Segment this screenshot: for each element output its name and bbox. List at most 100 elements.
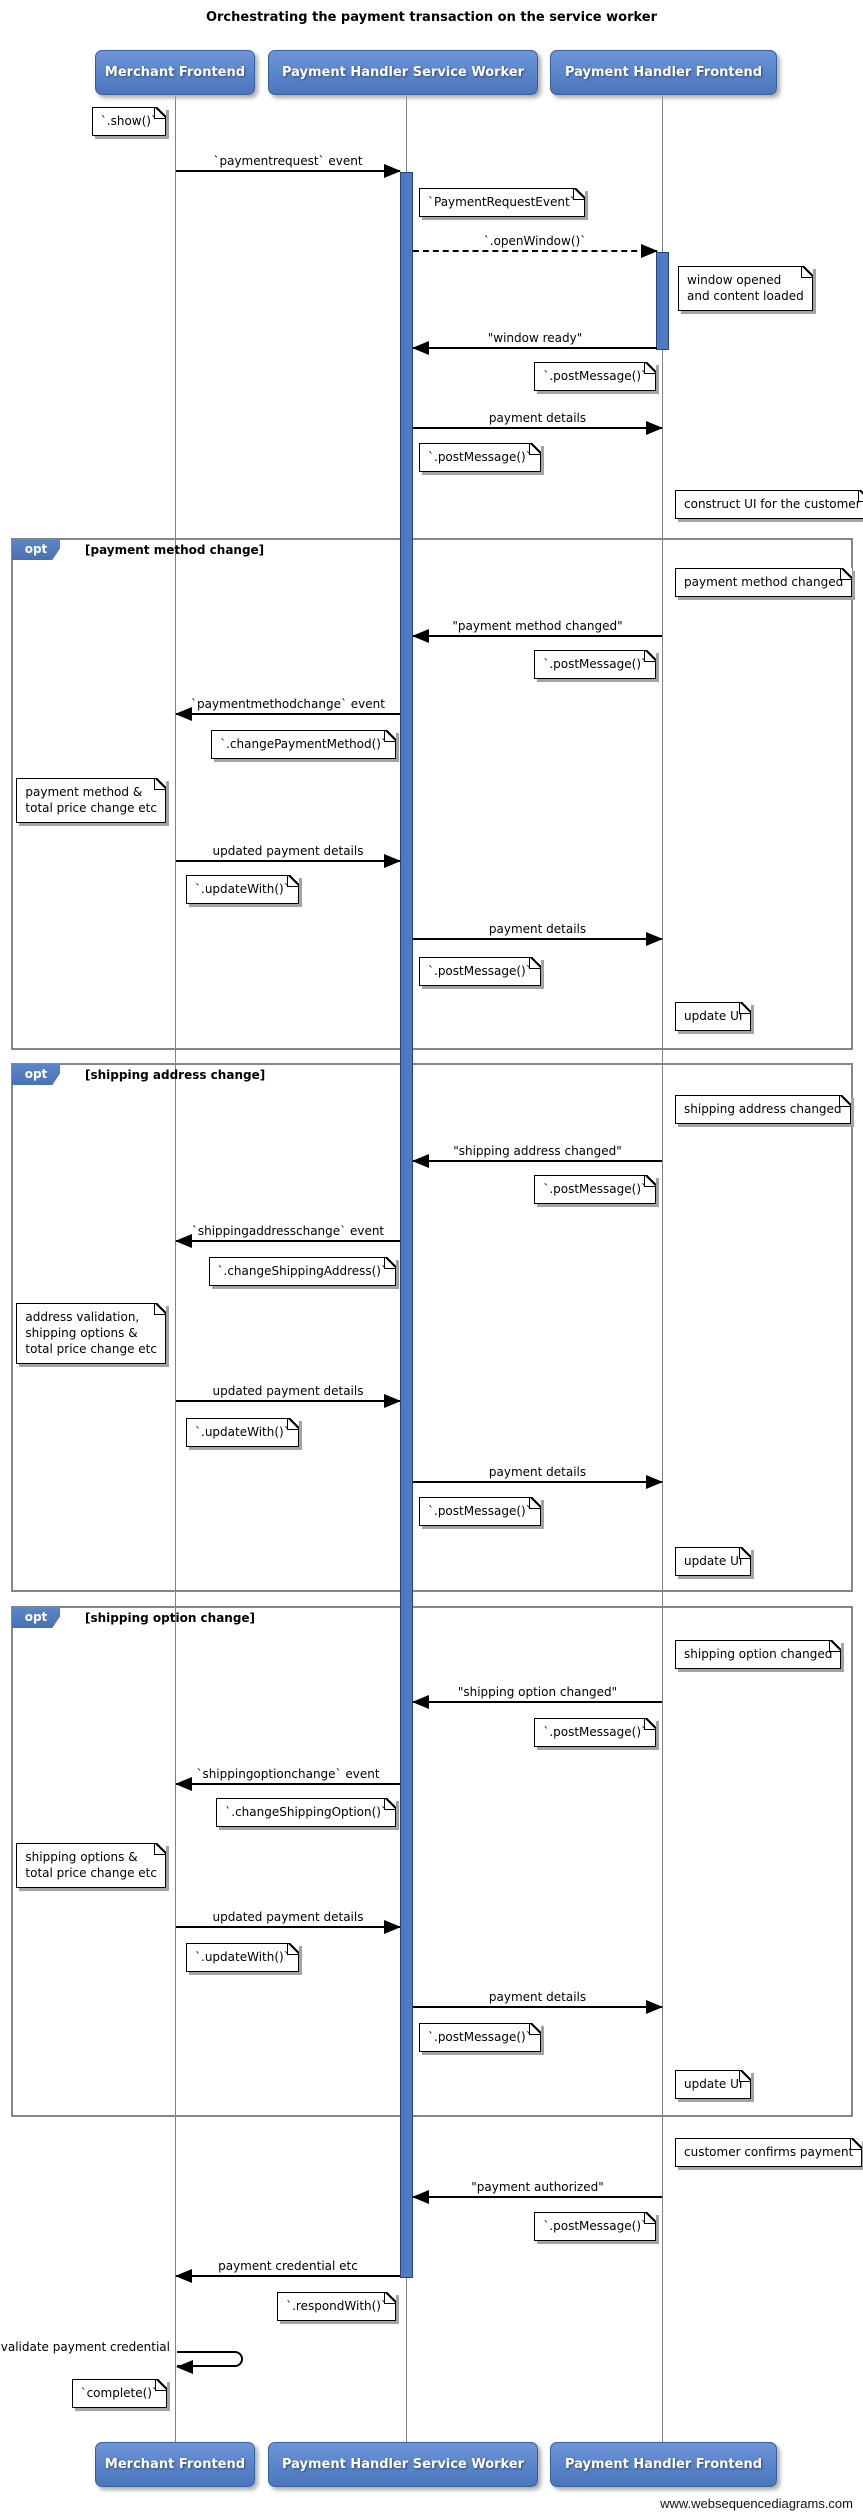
note-text: shipping address changed <box>684 1102 842 1116</box>
note-changepaymentmethod: `.changePaymentMethod()` <box>211 730 396 759</box>
message-window-ready: "window ready" <box>412 330 657 355</box>
message-paymentmethodchange-event: `paymentmethodchange` event <box>175 696 400 721</box>
note-updatewith: `.updateWith()` <box>186 1943 299 1972</box>
note-shipping-address-changed: shipping address changed <box>675 1095 851 1124</box>
message-label: `shippingoptionchange` event <box>196 1767 380 1781</box>
note-text: `.postMessage()` <box>428 2030 532 2044</box>
note-postmessage: `.postMessage()` <box>534 2212 656 2241</box>
message-label: payment details <box>488 1990 587 2004</box>
message-label: updated payment details <box>212 1384 364 1398</box>
message-payment-details: payment details <box>413 921 663 946</box>
note-shipping-options-total-price: shipping options & total price change et… <box>16 1843 166 1888</box>
note-text: address validation, shipping options & t… <box>25 1310 157 1356</box>
message-shipping-option-changed: "shipping option changed" <box>412 1684 662 1709</box>
arrow-left-icon <box>412 1695 662 1709</box>
arrow-left-icon <box>175 2269 400 2283</box>
arrow-left-icon <box>412 2190 662 2204</box>
note-postmessage: `.postMessage()` <box>534 650 656 679</box>
arrow-right-icon <box>413 1475 663 1489</box>
message-payment-authorized: "payment authorized" <box>412 2179 662 2204</box>
message-payment-details: payment details <box>413 1989 663 2014</box>
message-label: payment details <box>488 1465 587 1479</box>
message-label: payment details <box>488 922 587 936</box>
note-text: update UI <box>684 1554 743 1568</box>
note-text: `.updateWith()` <box>195 1425 290 1439</box>
message-label: `shippingaddresschange` event <box>191 1224 385 1238</box>
note-show: `.show()` <box>91 107 167 136</box>
arrow-left-icon <box>412 341 657 355</box>
note-text: window opened and content loaded <box>687 273 804 303</box>
note-update-ui: update UI <box>675 1547 752 1576</box>
note-text: `.show()` <box>100 114 157 128</box>
message-updated-payment-details: updated payment details <box>176 1909 401 1934</box>
arrow-right-icon <box>176 854 401 868</box>
activation-payment-handler-frontend <box>656 252 669 350</box>
note-postmessage: `.postMessage()` <box>419 2023 541 2052</box>
message-shippingoptionchange-event: `shippingoptionchange` event <box>175 1766 400 1791</box>
participant-payment-handler-frontend-bottom: Payment Handler Frontend <box>550 2442 777 2487</box>
self-message-loop-arrow-icon <box>176 2351 243 2374</box>
message-shipping-address-changed: "shipping address changed" <box>412 1143 662 1168</box>
lifeline-merchant-frontend <box>175 95 176 2443</box>
arrow-left-icon <box>412 1154 662 1168</box>
note-payment-method-total-price: payment method & total price change etc <box>16 778 166 823</box>
participant-merchant-frontend-bottom: Merchant Frontend <box>95 2442 255 2487</box>
message-paymentrequest-event: `paymentrequest` event <box>176 153 401 178</box>
note-text: construct UI for the customer <box>684 497 861 511</box>
message-label: "shipping option changed" <box>457 1685 618 1699</box>
opt-tab: opt <box>12 1064 60 1085</box>
opt-frame-payment-method-change: opt [payment method change] <box>11 538 853 1050</box>
message-payment-credential: payment credential etc <box>175 2258 400 2283</box>
opt-tab: opt <box>12 539 60 560</box>
note-text: update UI <box>684 1009 743 1023</box>
note-text: `.postMessage()` <box>543 369 647 383</box>
watermark-text: www.websequencediagrams.com <box>660 2496 853 2511</box>
arrow-right-icon <box>176 1394 401 1408</box>
note-text: `.postMessage()` <box>543 657 647 671</box>
lifeline-payment-handler-frontend <box>662 95 663 2443</box>
arrow-right-icon <box>413 421 663 435</box>
participant-merchant-frontend-top: Merchant Frontend <box>95 50 255 95</box>
arrow-left-icon <box>175 1777 400 1791</box>
message-label: payment credential etc <box>218 2259 358 2273</box>
note-text: shipping option changed <box>684 1647 833 1661</box>
note-text: `.changeShippingOption()` <box>225 1805 387 1819</box>
note-changeshippingaddress: `.changeShippingAddress()` <box>208 1257 397 1286</box>
note-text: `.postMessage()` <box>428 450 532 464</box>
note-text: `PaymentRequestEvent` <box>428 195 576 209</box>
note-text: `.postMessage()` <box>428 964 532 978</box>
activation-service-worker <box>400 172 413 2278</box>
arrow-right-icon <box>413 244 658 258</box>
note-update-ui: update UI <box>675 1002 752 1031</box>
message-label: `.openWindow()` <box>483 234 587 248</box>
arrow-right-icon <box>176 164 401 178</box>
note-construct-ui: construct UI for the customer <box>675 490 863 519</box>
note-text: payment method & total price change etc <box>25 785 157 815</box>
opt-frame-shipping-option-change: opt [shipping option change] <box>11 1606 853 2117</box>
note-text: `.updateWith()` <box>195 882 290 896</box>
arrow-right-icon <box>176 1920 401 1934</box>
message-label: "window ready" <box>487 331 583 345</box>
message-updated-payment-details: updated payment details <box>176 843 401 868</box>
message-payment-details: payment details <box>413 410 663 435</box>
message-label: `paymentmethodchange` event <box>191 697 385 711</box>
message-label: "payment method changed" <box>452 619 623 633</box>
note-text: `.postMessage()` <box>543 1182 647 1196</box>
note-changeshippingoption: `.changeShippingOption()` <box>216 1798 396 1827</box>
note-text: `.updateWith()` <box>195 1950 290 1964</box>
note-postmessage: `.postMessage()` <box>419 957 541 986</box>
note-text: customer confirms payment <box>684 2145 854 2159</box>
note-text: update UI <box>684 2077 743 2091</box>
note-shipping-option-changed: shipping option changed <box>675 1640 842 1669</box>
participant-service-worker-bottom: Payment Handler Service Worker <box>268 2442 538 2487</box>
note-postmessage: `.postMessage()` <box>534 1175 656 1204</box>
message-label: "payment authorized" <box>471 2180 604 2194</box>
message-payment-method-changed: "payment method changed" <box>412 618 662 643</box>
participant-payment-handler-frontend-top: Payment Handler Frontend <box>550 50 777 95</box>
arrow-left-icon <box>175 707 400 721</box>
message-label: updated payment details <box>212 1910 364 1924</box>
message-label: "shipping address changed" <box>453 1144 622 1158</box>
message-label: payment details <box>488 411 587 425</box>
note-window-opened: window opened and content loaded <box>678 266 813 311</box>
